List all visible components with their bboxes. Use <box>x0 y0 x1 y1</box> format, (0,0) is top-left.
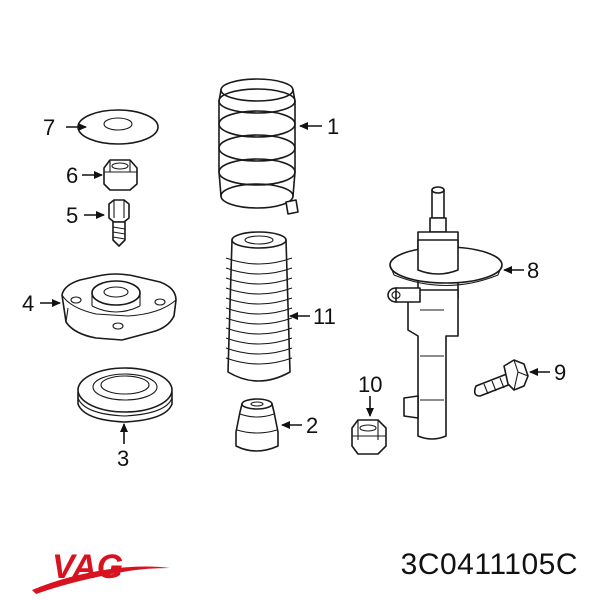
part-6-nut <box>103 159 138 191</box>
callout-9: 9 <box>554 360 566 385</box>
part-4-strut-mount <box>61 273 177 341</box>
callout-8: 8 <box>527 258 539 283</box>
part-5-bolt <box>108 199 130 247</box>
part-8-shock-absorber <box>387 186 503 440</box>
vag-logo: VAG <box>32 548 170 594</box>
logo-text: VAG <box>52 548 123 586</box>
callout-5: 5 <box>66 203 78 228</box>
part-number: 3C0411105C <box>400 548 578 581</box>
part-7-washer <box>77 109 159 145</box>
part-9-bolt <box>473 359 529 397</box>
part-10-nut <box>351 419 387 455</box>
leader-lines <box>40 122 550 444</box>
callout-4: 4 <box>22 291 34 316</box>
callout-2: 2 <box>306 413 318 438</box>
callout-11: 11 <box>313 304 336 329</box>
callout-6: 6 <box>66 163 78 188</box>
part-1-coil-spring <box>218 78 299 215</box>
logo-swoosh-icon <box>32 566 170 594</box>
callout-numbers: 7 6 5 4 3 1 11 2 10 8 9 <box>22 114 566 471</box>
callout-1: 1 <box>327 114 339 139</box>
callout-7: 7 <box>43 115 55 140</box>
callout-10: 10 <box>358 372 382 397</box>
part-2-bump-stop <box>235 398 279 452</box>
part-3-bearing <box>77 367 173 423</box>
callout-3: 3 <box>117 446 129 471</box>
part-11-bellows <box>225 231 293 382</box>
